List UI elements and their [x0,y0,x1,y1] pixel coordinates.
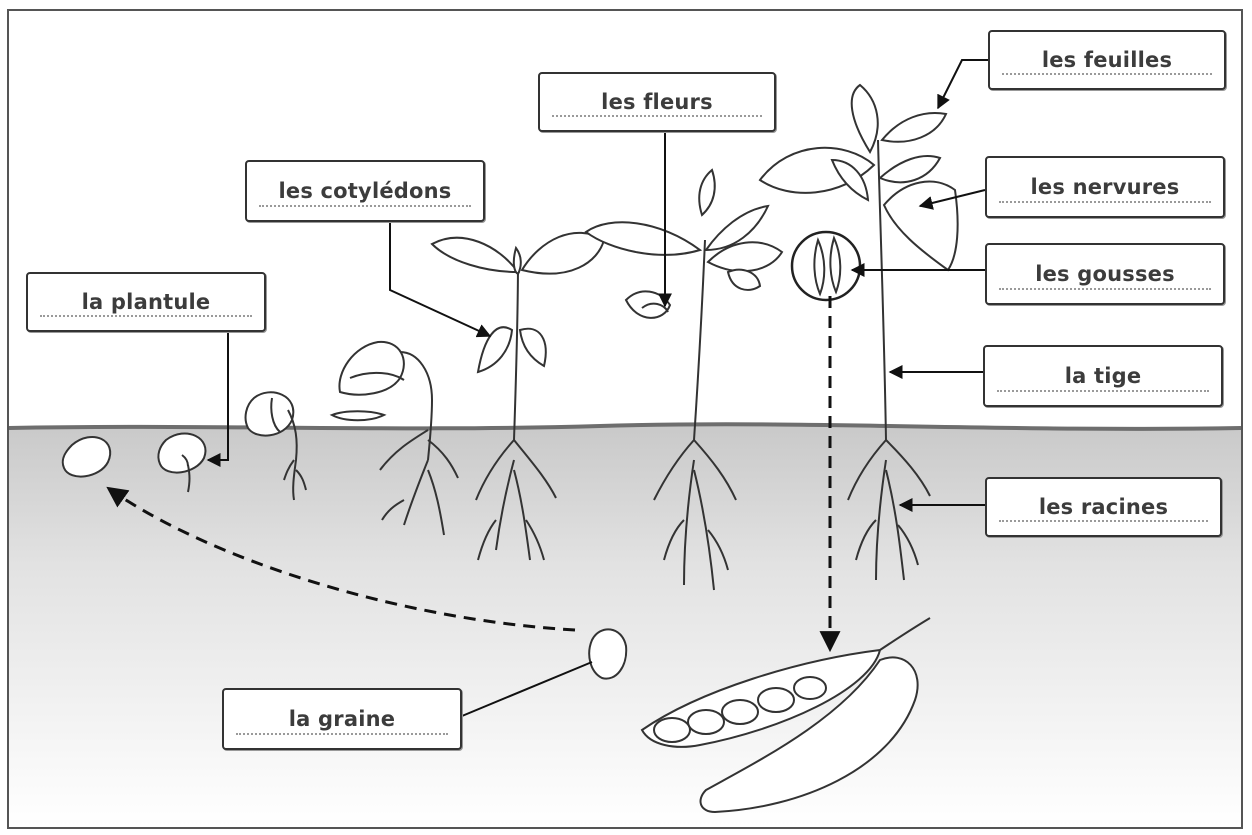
label-nervures: les nervures [985,156,1225,218]
label-cotyledons: les cotylédons [245,160,485,222]
label-tige: la tige [983,345,1223,407]
label-plantule: la plantule [26,272,266,332]
label-racines: les racines [985,477,1222,537]
label-feuilles: les feuilles [988,30,1226,90]
label-graine: la graine [222,688,462,750]
harvested-seed [589,629,626,678]
label-gousses: les gousses [985,243,1225,305]
label-fleurs: les fleurs [538,72,776,132]
